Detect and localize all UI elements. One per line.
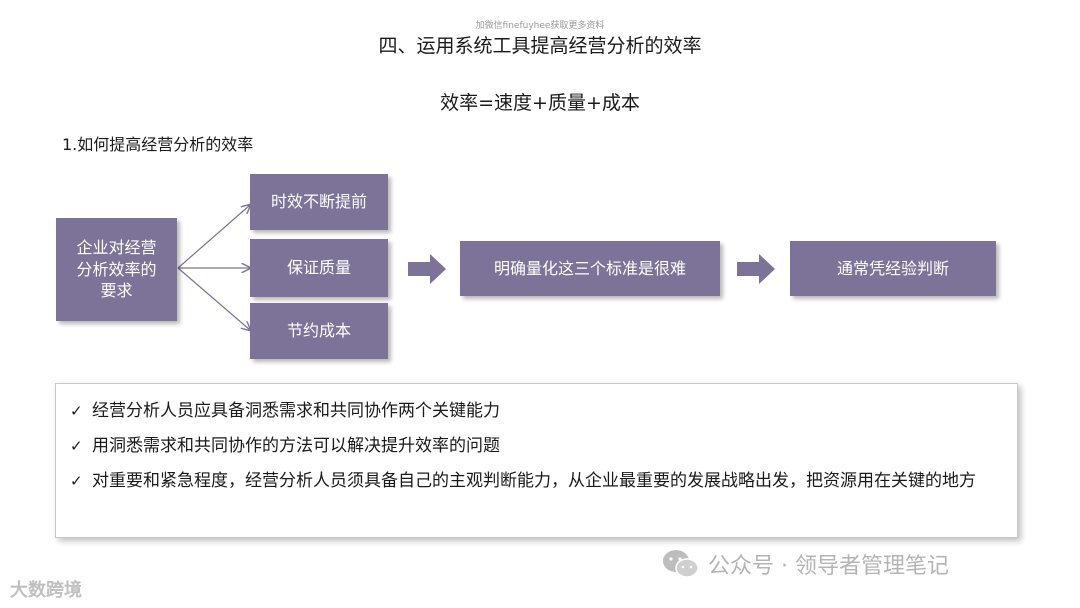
requirement-box-label: 企业对经营分析效率的要求 [76, 238, 157, 301]
list-item: ✓ 对重要和紧急程度，经营分析人员须具备自己的主观判断能力，从企业最重要的发展战… [70, 464, 1003, 499]
branch-box-quality: 保证质量 [250, 239, 388, 297]
list-item: ✓ 用洞悉需求和共同协作的方法可以解决提升效率的问题 [70, 429, 1003, 464]
wechat-icon [663, 550, 699, 578]
key-points-panel: ✓ 经营分析人员应具备洞悉需求和共同协作两个关键能力 ✓ 用洞悉需求和共同协作的… [55, 383, 1018, 538]
branch-box-timeliness: 时效不断提前 [250, 174, 388, 230]
bullet-text: 对重要和紧急程度，经营分析人员须具备自己的主观判断能力，从企业最重要的发展战略出… [92, 471, 976, 491]
top-note: 加微信finefuyhee获取更多资料 [475, 21, 605, 31]
flow-arrow-2 [737, 254, 775, 284]
experience-box-label: 通常凭经验判断 [836, 258, 949, 278]
branch-connectors [177, 190, 260, 340]
branch-box-label: 节约成本 [286, 321, 351, 341]
slide-title: 四、运用系统工具提高经营分析的效率 [378, 35, 702, 57]
watermark-right-text: 公众号 · 领导者管理笔记 [708, 554, 949, 579]
branch-box-label: 保证质量 [286, 258, 351, 278]
watermark-left: 大数跨境 [10, 576, 82, 602]
check-icon: ✓ [70, 472, 83, 490]
connector-to-cost [177, 267, 250, 330]
bullet-text: 经营分析人员应具备洞悉需求和共同协作两个关键能力 [92, 401, 500, 421]
difficulty-box: 明确量化这三个标准是很难 [460, 241, 720, 296]
connector-to-timeliness [177, 205, 250, 269]
requirement-box: 企业对经营分析效率的要求 [56, 218, 177, 321]
efficiency-formula: 效率=速度+质量+成本 [440, 92, 640, 114]
branch-box-cost: 节约成本 [250, 303, 388, 359]
experience-box: 通常凭经验判断 [790, 241, 996, 296]
section-subtitle: 1.如何提高经营分析的效率 [62, 135, 254, 154]
watermark-right: 公众号 · 领导者管理笔记 [662, 548, 949, 580]
check-icon: ✓ [70, 437, 83, 455]
difficulty-box-label: 明确量化这三个标准是很难 [493, 258, 686, 278]
list-item: ✓ 经营分析人员应具备洞悉需求和共同协作两个关键能力 [70, 394, 1003, 429]
bullet-text: 用洞悉需求和共同协作的方法可以解决提升效率的问题 [92, 436, 500, 456]
check-icon: ✓ [70, 402, 83, 420]
watermark-left-text: 大数跨境 [10, 580, 82, 601]
branch-box-label: 时效不断提前 [270, 192, 367, 212]
flow-arrow-1 [408, 254, 446, 284]
